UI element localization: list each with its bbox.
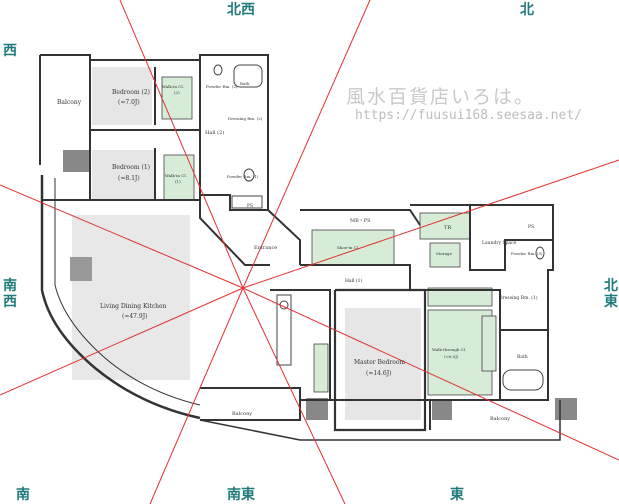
wall-entrance-angle [267, 209, 301, 265]
label-walkin2-sub: (2) [174, 90, 180, 95]
label-walkthrough: Walk-through Cl. [432, 347, 466, 352]
trunk-room [419, 212, 471, 240]
column-south2 [432, 400, 452, 420]
label-balcony-south2: Balcony [490, 416, 510, 422]
walkthrough-closet [427, 309, 493, 396]
label-powder1: Powder Rm. (1) [227, 174, 259, 179]
living-fill [72, 215, 190, 380]
compass-west: 西 [3, 43, 17, 59]
label-living: Living Dining Kitchen [100, 303, 167, 310]
toilet-1 [243, 168, 255, 182]
room-labels: Bedroom (2) (≈7.0J) Bedroom (1) (≈8.1J) … [57, 81, 543, 422]
storage-closet [429, 242, 461, 268]
compass-north: 北 [520, 2, 534, 18]
closet-strip [481, 315, 497, 372]
column-west [63, 150, 89, 172]
wall-north-west-wing [40, 54, 269, 211]
line-south-southwest [149, 287, 244, 504]
compass-east: 東 [450, 487, 464, 503]
bedroom1-fill [92, 150, 154, 200]
label-mbps: MB・PS [350, 218, 371, 224]
shoe-closet [311, 229, 395, 266]
ps-box-1 [231, 195, 263, 209]
watermark-title: 風水百貨店いろは。 [346, 86, 536, 108]
label-bath-main: Bath [517, 354, 528, 360]
kitchen-counter [276, 294, 292, 366]
compass-south: 南 [16, 487, 30, 503]
label-living-area: (≈47.9J) [122, 313, 147, 320]
label-laundry: Laundry Space [482, 240, 517, 246]
column-south3 [555, 398, 577, 420]
line-west-southwest [0, 287, 244, 396]
column-south1 [306, 398, 328, 420]
label-dressing2: Dressing Rm. (2) [228, 116, 263, 121]
line-south-southeast [242, 287, 346, 504]
toilet-3 [535, 246, 545, 260]
label-walkin2: Walk-in Cl. [162, 84, 184, 89]
compass-northeast-text: 北東 [604, 278, 618, 310]
label-hall2: Hall (2) [205, 129, 224, 136]
label-master: Master Bedroom [354, 359, 405, 366]
wall-laundry [469, 205, 553, 271]
label-master-area: (≈14.6J) [366, 370, 391, 377]
wall-balcony-south [200, 387, 301, 421]
bathtub-main [502, 369, 544, 391]
label-ps2: PS [528, 224, 534, 230]
bathtub-2 [233, 64, 263, 88]
room-fills [63, 67, 577, 420]
label-balcony-west: Balcony [57, 99, 82, 106]
line-north-northwest [119, 0, 244, 289]
line-east-southeast [242, 287, 619, 461]
wall-north-east [410, 204, 554, 330]
closet-shelves [427, 287, 493, 307]
wall-kitchen [270, 289, 331, 400]
label-walkthrough-area: (≈6.0J) [444, 354, 459, 359]
line-north-northeast [242, 0, 371, 289]
wall-curved-living [40, 175, 201, 420]
label-ps1: PS [247, 203, 253, 209]
closets [161, 76, 497, 396]
line-east-northeast [242, 159, 619, 289]
compass-northeast: 北東 [603, 278, 619, 310]
label-walkin1-sub: (1) [175, 179, 181, 184]
label-tr: TR [444, 225, 451, 231]
watermark-url: https://fuusui168.seesaa.net/ [355, 108, 582, 123]
label-storage: Storage [436, 251, 453, 256]
bedroom2-fill [92, 67, 152, 125]
label-shoe-closet: Shoe-in Cl. [337, 245, 359, 250]
label-bedroom1-area: (≈8.1J) [118, 175, 140, 182]
line-west-northwest [0, 184, 244, 289]
compass-southeast: 南東 [227, 487, 255, 503]
fixtures [213, 64, 545, 391]
wall-curved-inner [54, 178, 201, 406]
wall-walkthrough [425, 289, 501, 401]
wall-balcony-mid [300, 399, 431, 430]
label-dressing1: Dressing Rm. (1) [499, 294, 538, 301]
cupboard-living [313, 343, 329, 393]
label-entrance: Entrance [254, 245, 277, 251]
label-hall1: Hall (1) [345, 277, 363, 284]
toilet-2 [213, 64, 223, 76]
wall-mbps [300, 209, 421, 226]
label-powder-right: Powder Rm. (3) [511, 251, 543, 256]
label-bedroom2: Bedroom (2) [112, 89, 150, 96]
walkin-closet-2 [161, 76, 193, 120]
wall-balcony-outer [199, 400, 561, 441]
column-living [70, 257, 92, 281]
compass-southwest: 南西 [2, 278, 18, 310]
label-powder2: Powder Rm. (2) [206, 84, 238, 89]
label-walkin1: Walk-in Cl. [165, 173, 187, 178]
wall-master [333, 288, 427, 432]
compass-northwest: 北西 [227, 2, 255, 18]
label-bath2: Bath [240, 81, 250, 86]
wall-bath [500, 329, 549, 401]
wall-hall1 [300, 264, 411, 290]
label-bedroom2-area: (≈7.0J) [118, 99, 140, 106]
label-bedroom1: Bedroom (1) [112, 164, 150, 171]
label-balcony-south1: Balcony [232, 411, 252, 417]
compass-southwest-text: 南西 [3, 278, 17, 310]
